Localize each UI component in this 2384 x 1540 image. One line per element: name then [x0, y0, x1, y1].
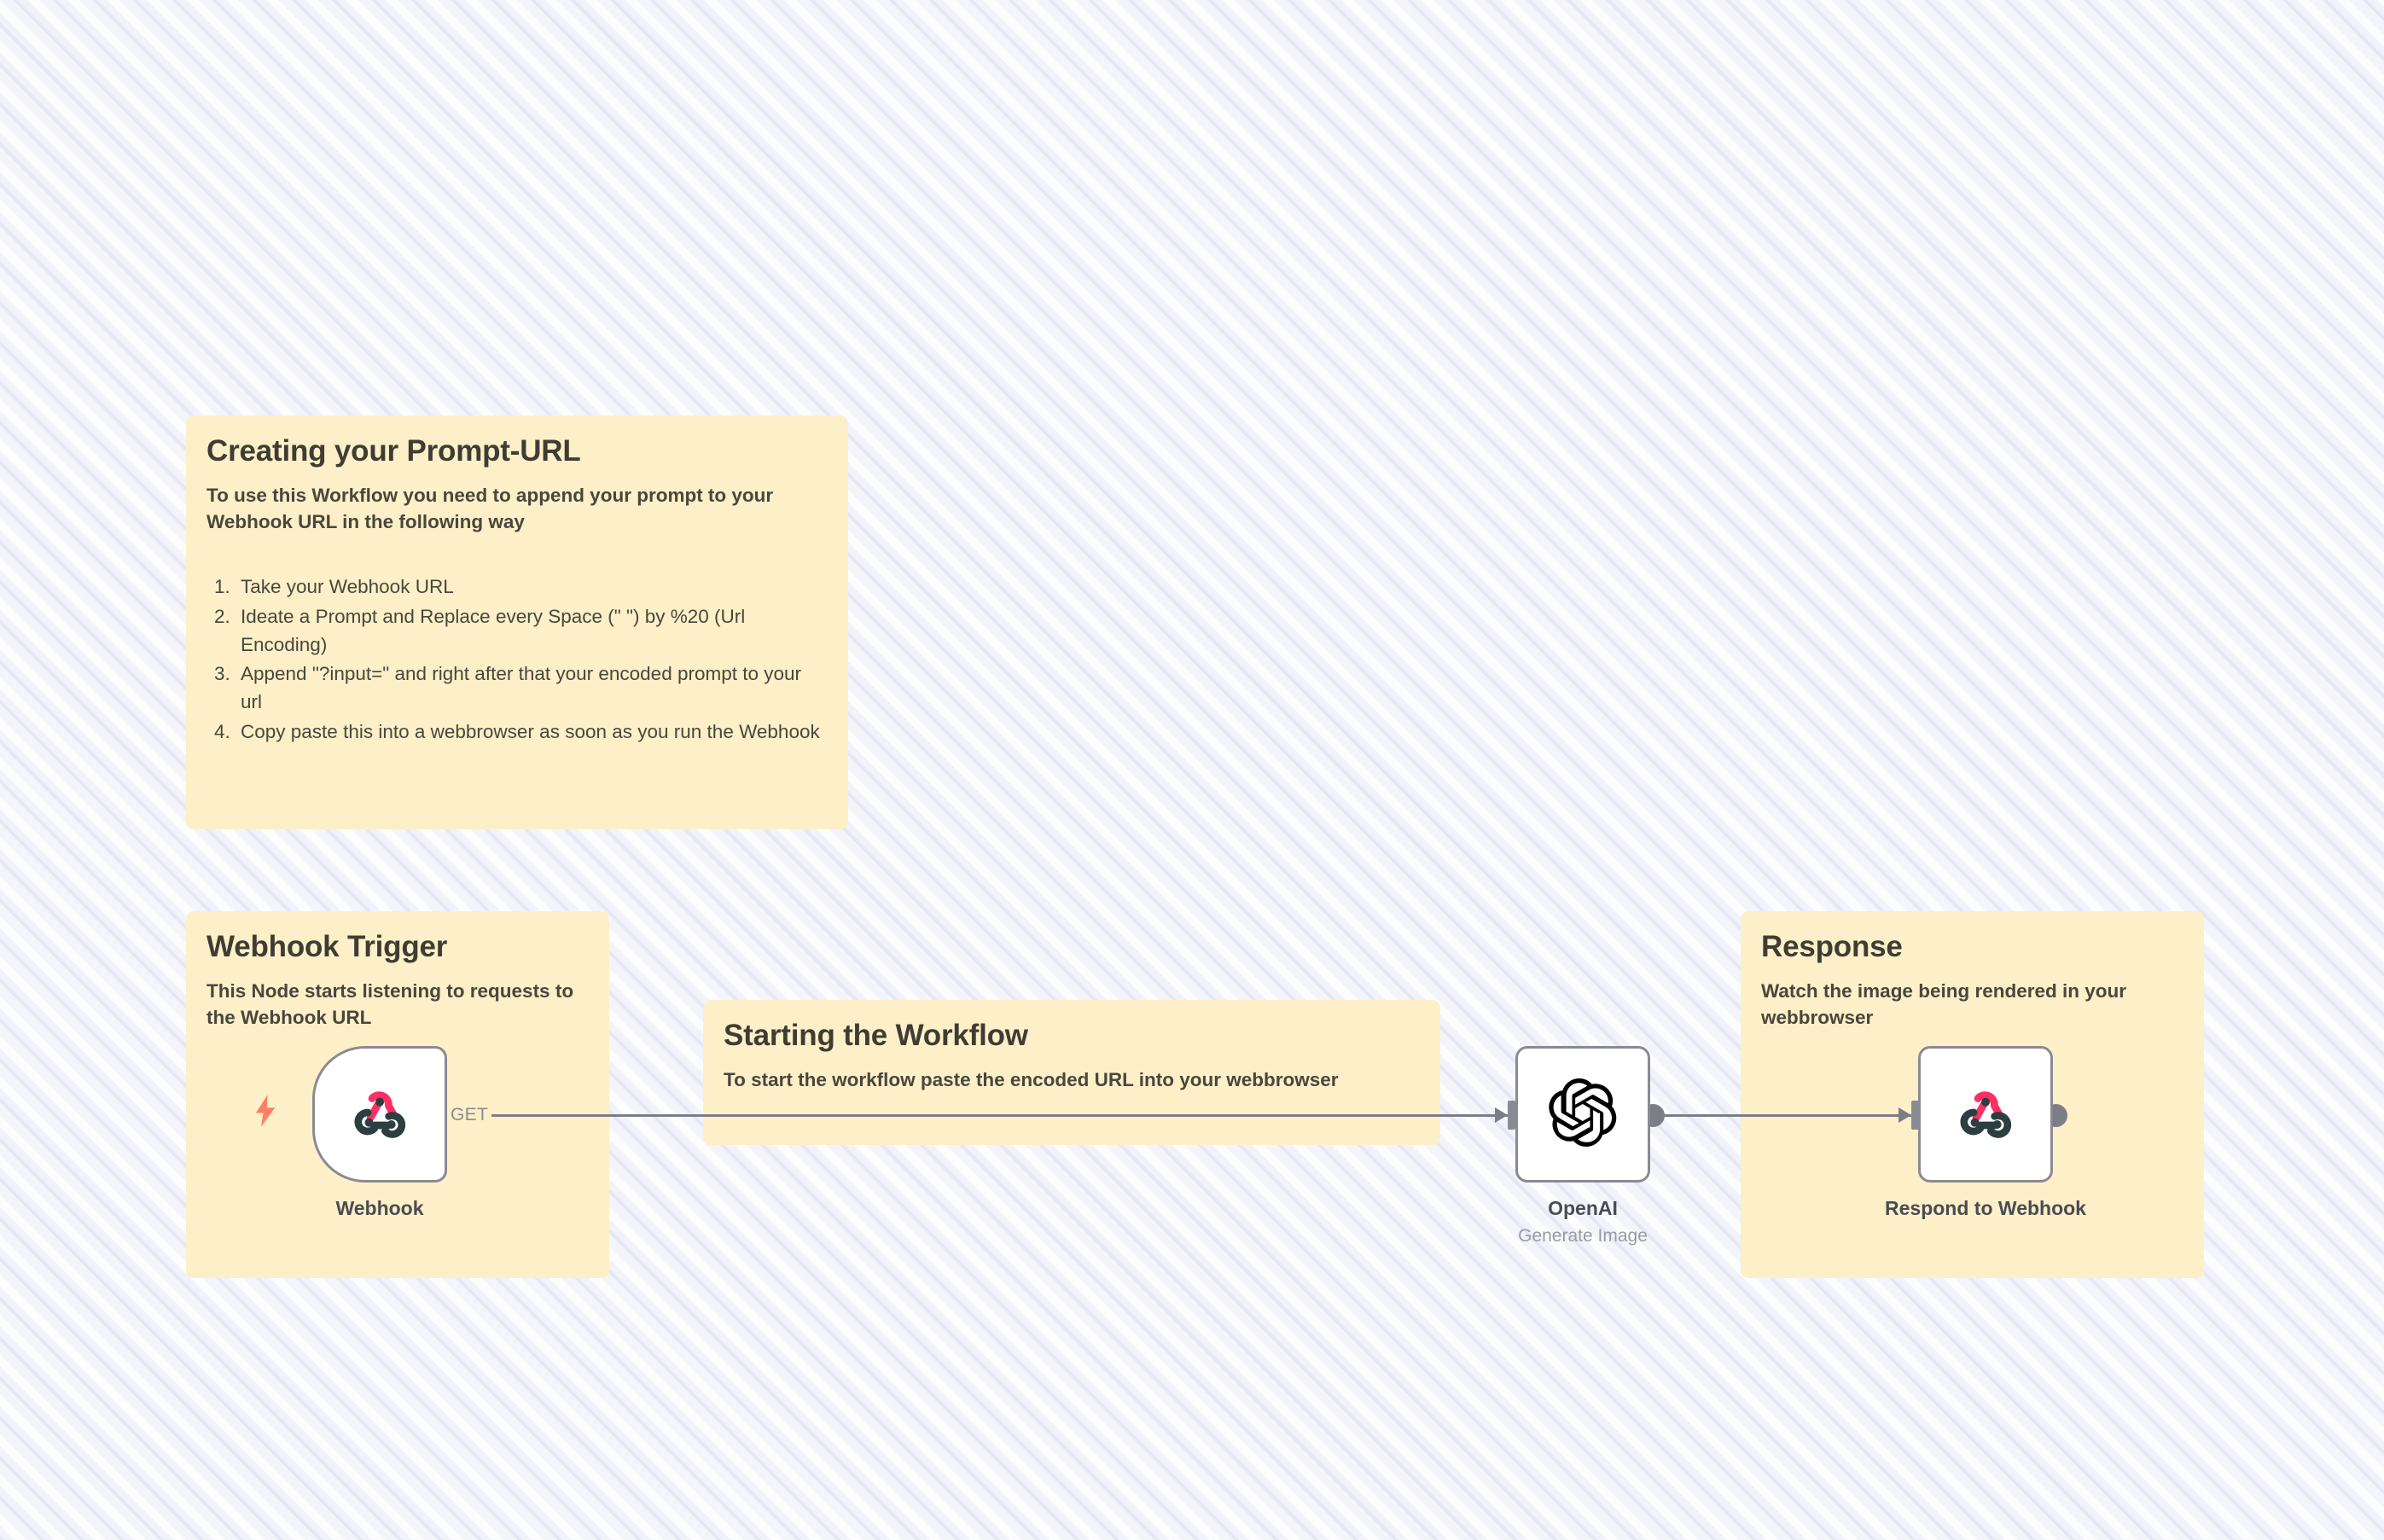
arrow-icon [1495, 1107, 1508, 1123]
list-item: Copy paste this into a webbrowser as soo… [235, 718, 828, 747]
node-label-webhook: Webhook [335, 1197, 424, 1219]
sticky-note-starting-the-workflow[interactable]: Starting the Workflow To start the workf… [703, 1000, 1440, 1145]
node-label-openai: OpenAI [1548, 1197, 1618, 1219]
node-sublabel-openai: Generate Image [1518, 1226, 1648, 1246]
respond-input-endpoint[interactable] [1898, 1101, 1924, 1130]
lightning-bolt-icon [253, 1095, 278, 1127]
webhook-icon [346, 1078, 414, 1151]
sticky-note-subtitle: To use this Workflow you need to append … [206, 485, 774, 533]
list-item: Take your Webhook URL [235, 573, 828, 601]
node-webhook[interactable] [312, 1046, 447, 1183]
sticky-note-subtitle: Watch the image being rendered in your w… [1761, 980, 2126, 1029]
sticky-note-subtitle: This Node starts listening to requests t… [206, 980, 574, 1029]
webhook-icon [1951, 1078, 2020, 1151]
sticky-note-subtitle: To start the workflow paste the encoded … [724, 1069, 1339, 1091]
sticky-note-title: Webhook Trigger [206, 930, 448, 963]
sticky-note-prompt-url[interactable]: Creating your Prompt-URL To use this Wor… [186, 416, 848, 829]
connection-label-get: GET [447, 1106, 492, 1124]
openai-icon [1548, 1078, 1618, 1152]
sticky-note-title: Creating your Prompt-URL [206, 434, 581, 468]
list-item: Append "?input=" and right after that yo… [235, 660, 828, 717]
connection-webhook-to-openai[interactable] [444, 1114, 1521, 1117]
arrow-icon [1898, 1107, 1911, 1123]
sticky-note-title: Response [1761, 930, 1903, 963]
list-item: Ideate a Prompt and Replace every Space … [235, 603, 828, 660]
sticky-note-steps-list: Take your Webhook URL Ideate a Prompt an… [206, 573, 828, 747]
node-respond-to-webhook[interactable] [1918, 1046, 2053, 1183]
openai-input-endpoint[interactable] [1495, 1101, 1521, 1130]
node-openai[interactable] [1515, 1046, 1650, 1183]
sticky-note-title: Starting the Workflow [724, 1019, 1028, 1052]
sticky-note-webhook-trigger[interactable]: Webhook Trigger This Node starts listeni… [186, 911, 609, 1278]
connection-openai-to-respond[interactable] [1647, 1114, 1911, 1117]
input-bar [1508, 1101, 1515, 1130]
node-label-respond-to-webhook: Respond to Webhook [1885, 1197, 2086, 1219]
input-bar [1911, 1101, 1919, 1130]
